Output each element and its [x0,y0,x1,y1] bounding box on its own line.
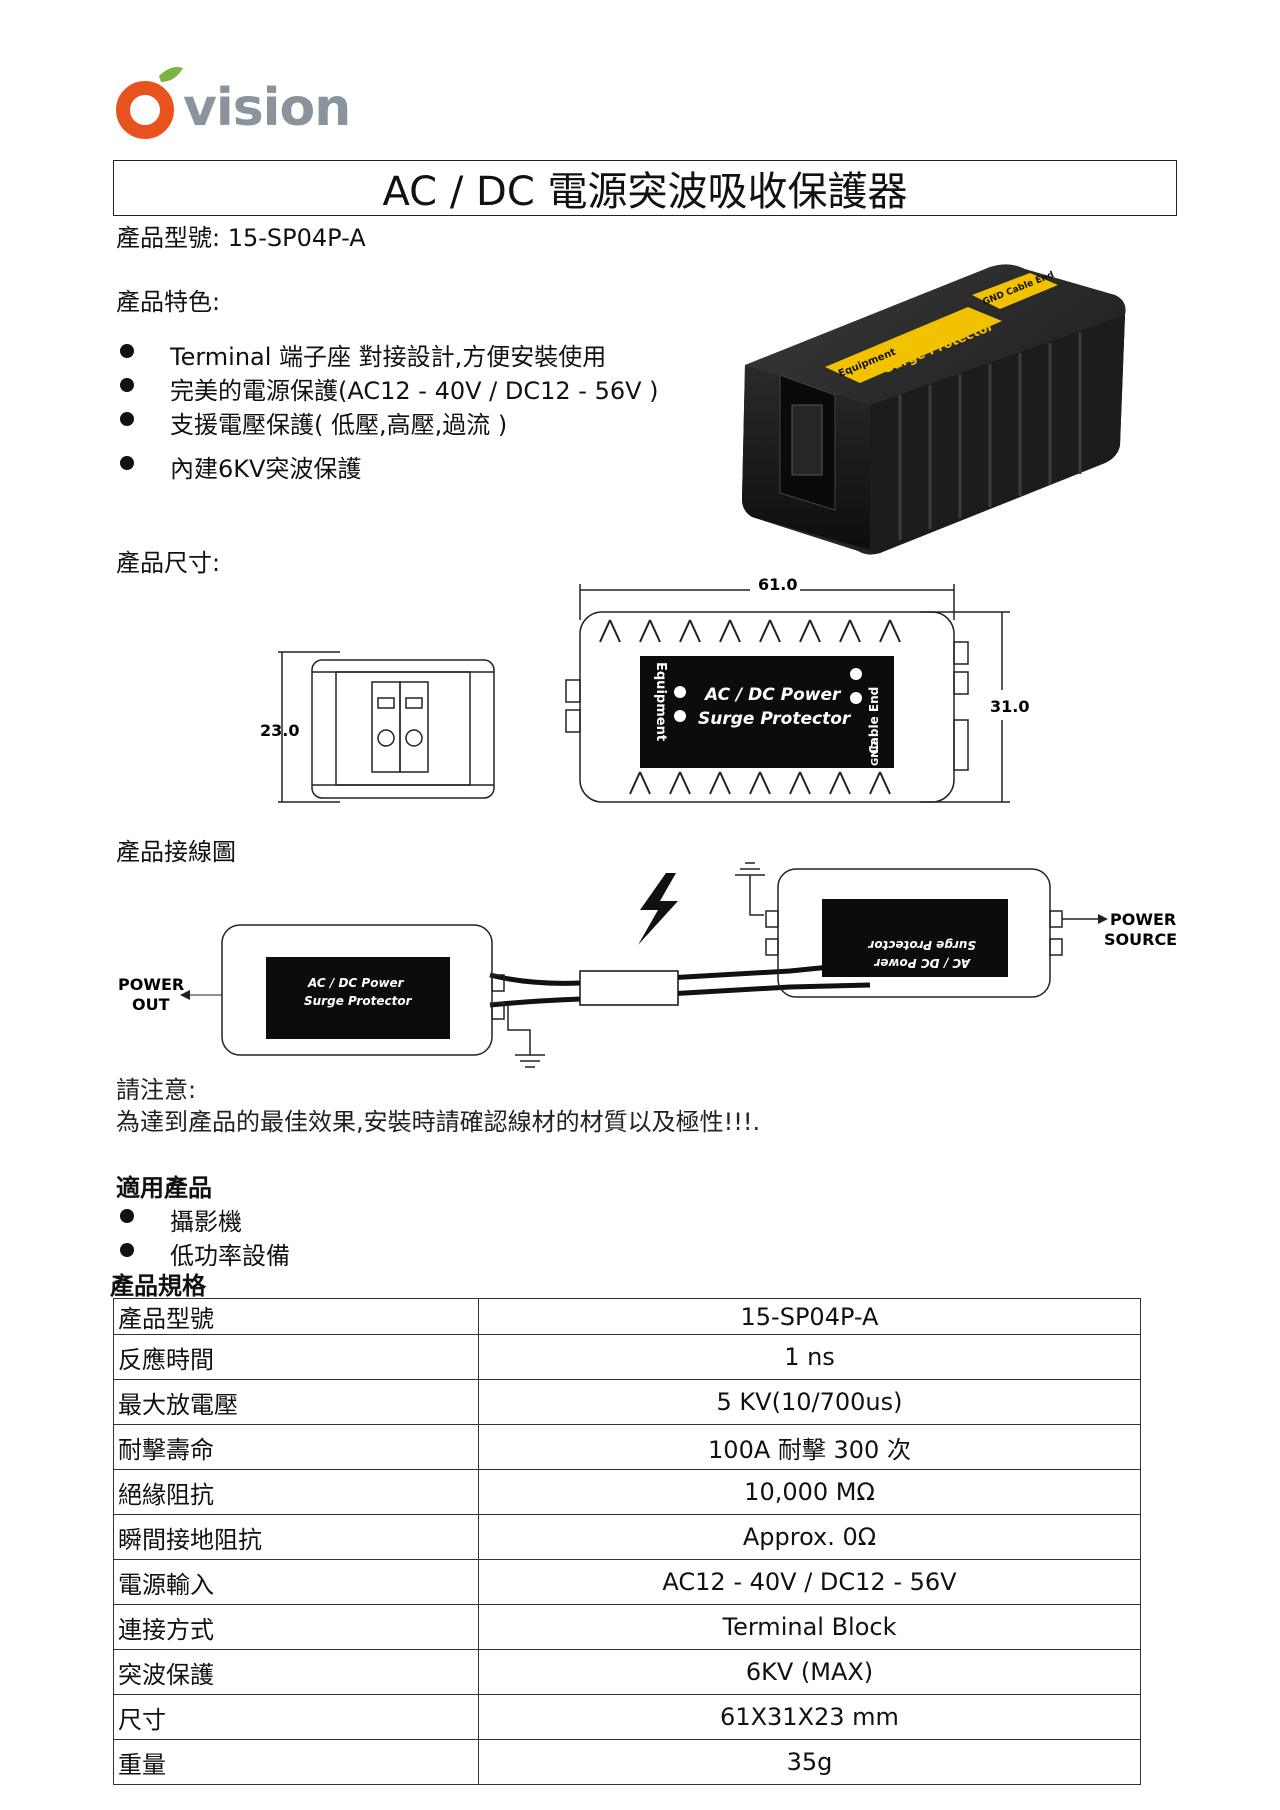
note-text: 為達到產品的最佳效果,安裝時請確認線材的材質以及極性!!!. [116,1108,761,1136]
spec-key: 絕緣阻抗 [113,1469,479,1515]
spec-key: 重量 [113,1739,479,1785]
svg-text:AC / DC Power: AC / DC Power [873,956,971,970]
svg-text:Surge Protector: Surge Protector [304,994,413,1008]
features-heading: 產品特色: [116,288,221,316]
power-source-line2: SOURCE [1104,930,1177,949]
spec-value: 5 KV(10/700us) [478,1379,1141,1425]
feature-item: Terminal 端子座 對接設計,方便安裝使用 [120,337,720,371]
spec-value: 10,000 MΩ [478,1469,1141,1515]
spec-key: 連接方式 [113,1604,479,1650]
cable-label: Cable End [867,687,881,754]
spec-value: Approx. 0Ω [478,1514,1141,1560]
power-out-line1: POWER [118,975,184,994]
device-line2: Surge Protector [698,709,852,729]
dim-depth: 23.0 [260,721,299,740]
spec-value: 61X31X23 mm [478,1694,1141,1740]
feature-item: 支援電壓保護( 低壓,高壓,過流 ) [120,405,720,439]
note-heading: 請注意: [116,1076,197,1104]
applicable-item: 低功率設備 [120,1236,520,1270]
gnd-label: GND [870,741,881,766]
spec-value: AC12 - 40V / DC12 - 56V [478,1559,1141,1605]
equipment-label: Equipment [653,662,668,741]
spec-key: 突波保護 [113,1649,479,1695]
spec-key: 最大放電壓 [113,1379,479,1425]
spec-value: 100A 耐擊 300 次 [478,1424,1141,1470]
power-source-line1: POWER [1110,910,1176,929]
spec-key: 產品型號 [113,1298,479,1335]
feature-item: 內建6KV突波保護 [120,449,720,483]
applicable-item: 攝影機 [120,1202,520,1236]
spec-key: 尺寸 [113,1694,479,1740]
spec-heading: 產品規格 [110,1272,206,1300]
device-line1: AC / DC Power [703,685,842,705]
dim-height: 31.0 [990,697,1029,716]
power-out-line2: OUT [132,995,170,1014]
page-title: AC / DC 電源突波吸收保護器 [113,160,1177,216]
svg-text:Surge Protector: Surge Protector [867,938,976,952]
product-photo: AC / DC Power Surge Protector Equipment … [742,264,1126,555]
spec-value: 6KV (MAX) [478,1649,1141,1695]
spec-key: 耐擊壽命 [113,1424,479,1470]
spec-value: 35g [478,1739,1141,1785]
logo-o-mark [116,67,183,139]
svg-text:AC / DC Power: AC / DC Power [307,976,405,990]
spec-key: 反應時間 [113,1334,479,1380]
logo-text: vision [183,78,351,138]
dimension-drawing: 23.0 61.0 31.0 AC / DC Power Surge Prote… [260,575,1029,803]
spec-value: Terminal Block [478,1604,1141,1650]
ovision-logo: vision [115,62,375,142]
feature-item: 完美的電源保護(AC12 - 40V / DC12 - 56V ) [120,371,720,405]
spec-value: 1 ns [478,1334,1141,1380]
dim-width: 61.0 [758,575,797,594]
lightning-icon [638,873,678,945]
model-line: 產品型號: 15-SP04P-A [116,224,366,252]
wiring-heading: 產品接線圖 [116,838,236,866]
spec-key: 瞬間接地阻抗 [113,1514,479,1560]
applicable-heading: 適用產品 [116,1174,212,1202]
spec-key: 電源輸入 [113,1559,479,1605]
wiring-diagram: AC / DC Power Surge Protector POWER OUT … [118,862,1177,1068]
spec-value: 15-SP04P-A [478,1298,1141,1335]
dimensions-heading: 產品尺寸: [116,549,221,577]
